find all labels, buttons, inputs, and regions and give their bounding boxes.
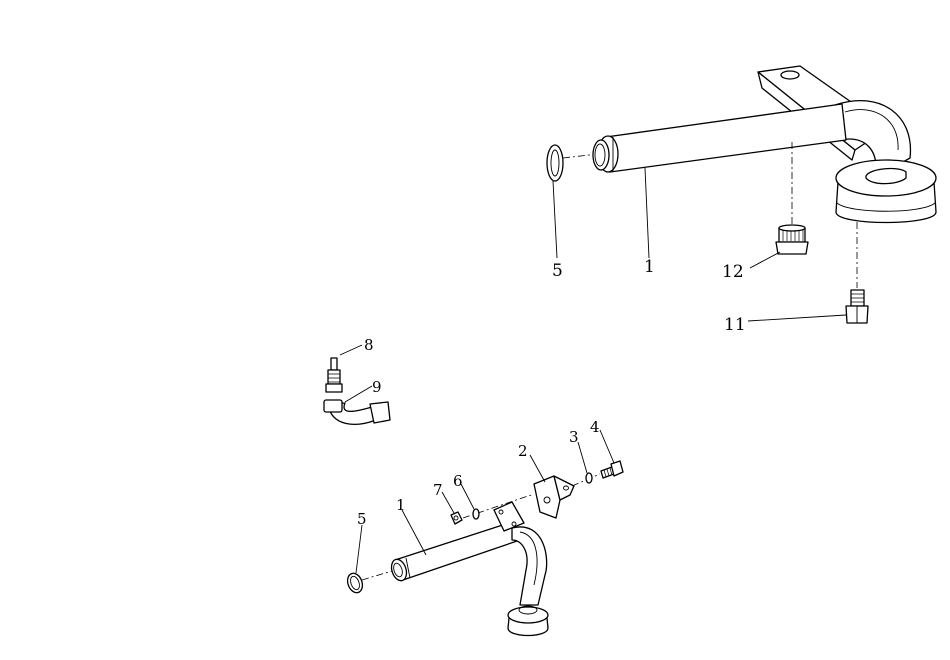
callout-6: 6 xyxy=(453,472,463,490)
strainer-bottom xyxy=(508,606,548,636)
strainer-top xyxy=(836,160,936,223)
elbow-bottom xyxy=(512,527,547,605)
callout-9: 9 xyxy=(372,378,382,396)
tube-top xyxy=(593,104,846,172)
bracket-2 xyxy=(534,476,574,518)
washer-6 xyxy=(473,509,479,519)
bolt-4 xyxy=(601,461,623,478)
plug-12 xyxy=(776,142,808,254)
callout-11: 11 xyxy=(724,315,746,335)
fitting-8 xyxy=(326,358,342,392)
bent-pipe-9 xyxy=(324,400,390,424)
top-assembly xyxy=(547,66,936,323)
callout-8: 8 xyxy=(364,336,374,354)
callout-2: 2 xyxy=(518,442,528,460)
callout-5-top: 5 xyxy=(552,261,563,281)
callout-5-bottom: 5 xyxy=(357,510,367,528)
o-ring-top xyxy=(547,145,563,181)
o-ring-bottom xyxy=(345,571,365,595)
callout-4: 4 xyxy=(590,418,600,436)
tube-bottom xyxy=(389,522,520,583)
bolt-11 xyxy=(846,222,868,323)
callout-12: 12 xyxy=(722,262,744,282)
callout-1-bottom: 1 xyxy=(396,496,406,514)
nut-7 xyxy=(451,512,462,524)
callout-7: 7 xyxy=(433,481,443,499)
callout-1-top: 1 xyxy=(644,257,655,277)
washer-3 xyxy=(586,473,592,483)
callout-3: 3 xyxy=(569,428,579,446)
bottom-assembly xyxy=(345,430,623,636)
